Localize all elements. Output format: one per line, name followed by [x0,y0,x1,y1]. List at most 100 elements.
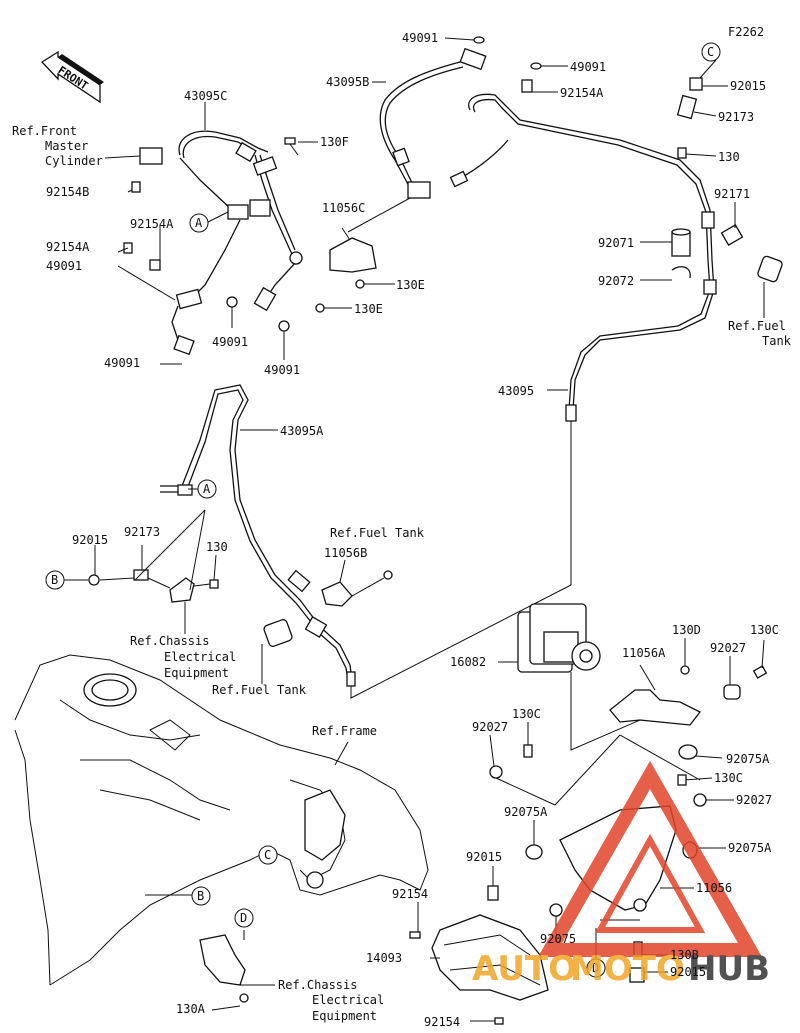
fuel-tank-ref-bracket [757,255,783,318]
label-92015-l: 92015 [72,533,108,547]
label-cylinder: Cylinder [45,154,103,168]
label-92015-b: 92015 [670,965,706,979]
label-ref-chassis-b2: Electrical [312,993,384,1007]
label-43095: 43095 [498,384,534,398]
label-130E-a: 130E [396,278,425,292]
label-43095C: 43095C [184,89,227,103]
label-49091-left: 49091 [46,259,82,273]
label-49091-right: 49091 [570,60,606,74]
label-92154A-mid: 92154A [130,217,174,231]
label-ref-fuel-tank-c: Ref.Fuel Tank [330,526,425,540]
label-130-l: 130 [206,540,228,554]
washer-49091-top [473,36,485,44]
label-130-tr: 130 [718,150,740,164]
callout-C-top: C [701,42,721,62]
callout-D-bottom: D [234,908,254,928]
label-92027-l: 92027 [472,720,508,734]
label-49091-mid: 49091 [212,335,248,349]
label-92154A-top: 92154A [560,86,604,100]
cover-14093 [430,914,549,1001]
callout-A-top: A [189,211,229,233]
hose-43095A [160,384,572,699]
bracket-chassis-ref [169,577,195,603]
label-130D: 130D [672,623,701,637]
label-92171: 92171 [714,187,750,201]
label-92015-tr: 92015 [730,79,766,93]
svg-text:B: B [51,573,58,587]
fuel-tank-ref-clip [261,619,293,684]
label-ref-front: Ref.Front [12,124,77,138]
label-130F: 130F [320,135,349,149]
label-43095B: 43095B [326,75,369,89]
label-43095A: 43095A [280,424,324,438]
label-92154-a: 92154 [392,887,428,901]
label-11056B: 11056B [324,546,367,560]
label-92173-tr: 92173 [718,110,754,124]
fitting-92015-l [88,574,100,586]
bolt-92154A-mid [149,259,161,271]
nut-92027-m [693,793,707,807]
bolt-92154-b [494,1017,504,1025]
label-92075A-b: 92075A [504,805,548,819]
watermark-auto: AUTO [472,949,577,989]
callout-A-mid: A [188,479,217,499]
svg-text:C: C [264,848,271,862]
label-ref-chassis-3: Equipment [164,666,229,680]
watermark-hub: HUB [688,949,770,989]
label-ref-fuel-tank-b: Ref.Fuel Tank [212,683,307,697]
bolt-130C-l [523,744,533,758]
nut-92027-l [489,765,503,779]
label-130B: 130B [670,948,699,962]
label-11056: 11056 [696,881,732,895]
label-14093: 14093 [366,951,402,965]
label-11056C: 11056C [322,201,365,215]
front-arrow-icon: FRONT [40,50,104,104]
svg-text:C: C [707,45,714,59]
hose-assembly-43095C [171,130,303,356]
bolt-130F [284,137,299,156]
callout-B-frame: B [191,886,211,906]
hose-43095B [347,47,509,233]
svg-text:D: D [240,911,247,925]
label-130E-b: 130E [354,302,383,316]
label-master: Master [45,139,88,153]
svg-text:A: A [195,216,203,230]
grommet-92075A-a [525,844,543,860]
bolt-92154-a [409,931,421,939]
label-92027-m: 92027 [736,793,772,807]
label-49091-bl: 49091 [104,356,140,370]
figure-code: F2262 [728,25,764,39]
label-92072: 92072 [598,274,634,288]
label-92154A-left: 92154A [46,240,90,254]
label-92154B: 92154B [46,185,89,199]
collar-92015-m [487,885,499,901]
bracket-11056C [315,227,395,313]
bracket-11056B [321,559,393,607]
abs-unit-16082 [498,603,641,751]
fitting-92173-tr [676,94,698,120]
label-130C-tr: 130C [750,623,779,637]
callout-B-left: B [45,570,88,590]
bolt-130C-m [677,774,687,786]
label-ref-fuel-tank-r2: Tank [762,334,792,348]
bolt-92154A-top [521,79,533,93]
collar-92015-b [629,967,645,983]
bracket-11056A [609,638,768,760]
fitting-92173-l [133,569,149,581]
svg-text:A: A [203,482,211,496]
washer-49091-right [530,62,542,70]
label-ref-frame: Ref.Frame [312,724,377,738]
label-49091-top: 49091 [402,31,438,45]
label-ref-chassis-b3: Equipment [312,1009,377,1023]
bolt-130-l [209,579,219,589]
label-130A: 130A [176,1002,206,1016]
label-92075A-a: 92075A [726,752,770,766]
label-16082: 16082 [450,655,486,669]
svg-text:B: B [197,889,204,903]
grommet-92075 [549,903,563,917]
sleeve-92071 [671,228,691,257]
callout-C-frame: C [258,845,278,865]
clip-92072 [671,266,691,279]
label-ref-chassis-1: Ref.Chassis [130,634,209,648]
label-ref-fuel-tank-r1: Ref.Fuel [728,319,786,333]
